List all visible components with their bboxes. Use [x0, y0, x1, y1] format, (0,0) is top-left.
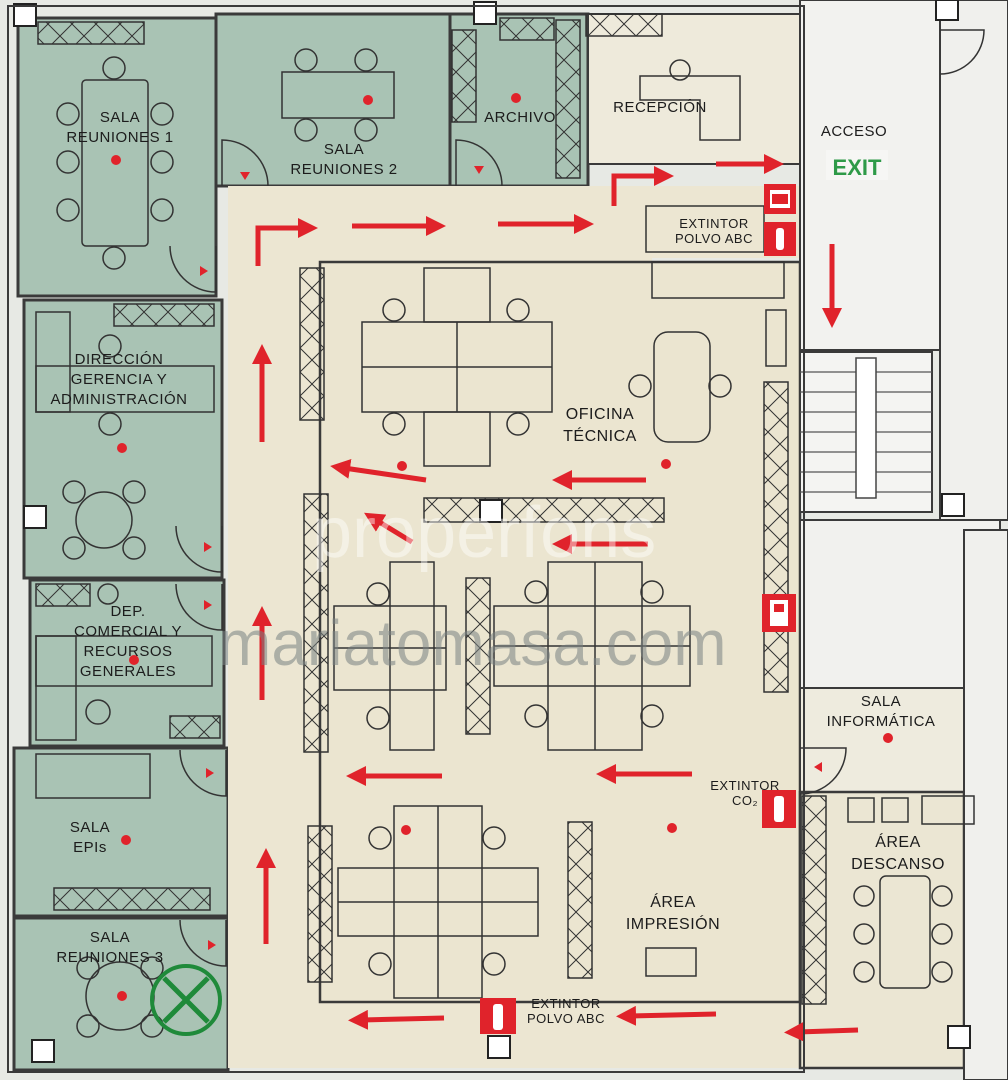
- room-direccion: [22, 298, 224, 580]
- structural-columns: [13, 0, 971, 1063]
- svg-text:EXIT: EXIT: [833, 155, 882, 180]
- label-archivo: ARCHIVO: [484, 109, 556, 126]
- room-acceso: [799, 0, 941, 351]
- label-acceso: ACCESO: [820, 123, 888, 140]
- room-markers: [111, 93, 893, 1001]
- label-extintor-polvo-bottom: EXTINTOR POLVO ABC: [527, 996, 605, 1026]
- label-oficina-tecnica: OFICINA TÉCNICA: [563, 406, 637, 445]
- label-area-descanso: ÁREA DESCANSO: [851, 834, 945, 873]
- storage-cabinets: [35, 13, 827, 1005]
- label-sala-epis: SALA EPIs: [69, 819, 111, 856]
- exit-sign: EXIT: [826, 150, 888, 180]
- label-recepcion: RECEPCIÓN: [613, 99, 707, 116]
- room-recepcion: [587, 13, 801, 165]
- room-sala-reuniones-2: [214, 12, 452, 188]
- evacuation-route: [252, 154, 859, 1042]
- label-direccion: DIRECCIÓN GERENCIA Y ADMINISTRACIÓN: [50, 351, 188, 408]
- doors: [169, 29, 985, 967]
- label-extintor-co2: EXTINTOR CO₂: [710, 778, 780, 808]
- exterior-right: [939, 0, 1008, 521]
- assembly-point: [150, 964, 222, 1036]
- watermark-properfons: properfons: [312, 493, 657, 573]
- label-area-impresion: ÁREA IMPRESIÓN: [625, 894, 721, 933]
- label-sala-reuniones-2: SALA REUNIONES 2: [290, 141, 398, 178]
- fire-equipment: [480, 184, 796, 1034]
- watermark-mariatomasa: mariatomasa.com: [218, 607, 727, 679]
- label-sala-reuniones-1: SALA REUNIONES 1: [66, 109, 174, 146]
- oficina-tecnica-area: [318, 260, 802, 1004]
- door-arrows: [200, 166, 822, 950]
- furniture: [35, 48, 975, 1038]
- corridor-area: [228, 186, 800, 1068]
- label-extintor-polvo-top: EXTINTOR POLVO ABC: [675, 216, 753, 246]
- label-sala-reuniones-3: SALA REUNIONES 3: [56, 929, 164, 966]
- label-sala-informatica: SALA INFORMÁTICA: [826, 693, 936, 730]
- label-dep-comercial: DEP. COMERCIAL Y RECURSOS GENERALES: [73, 603, 183, 680]
